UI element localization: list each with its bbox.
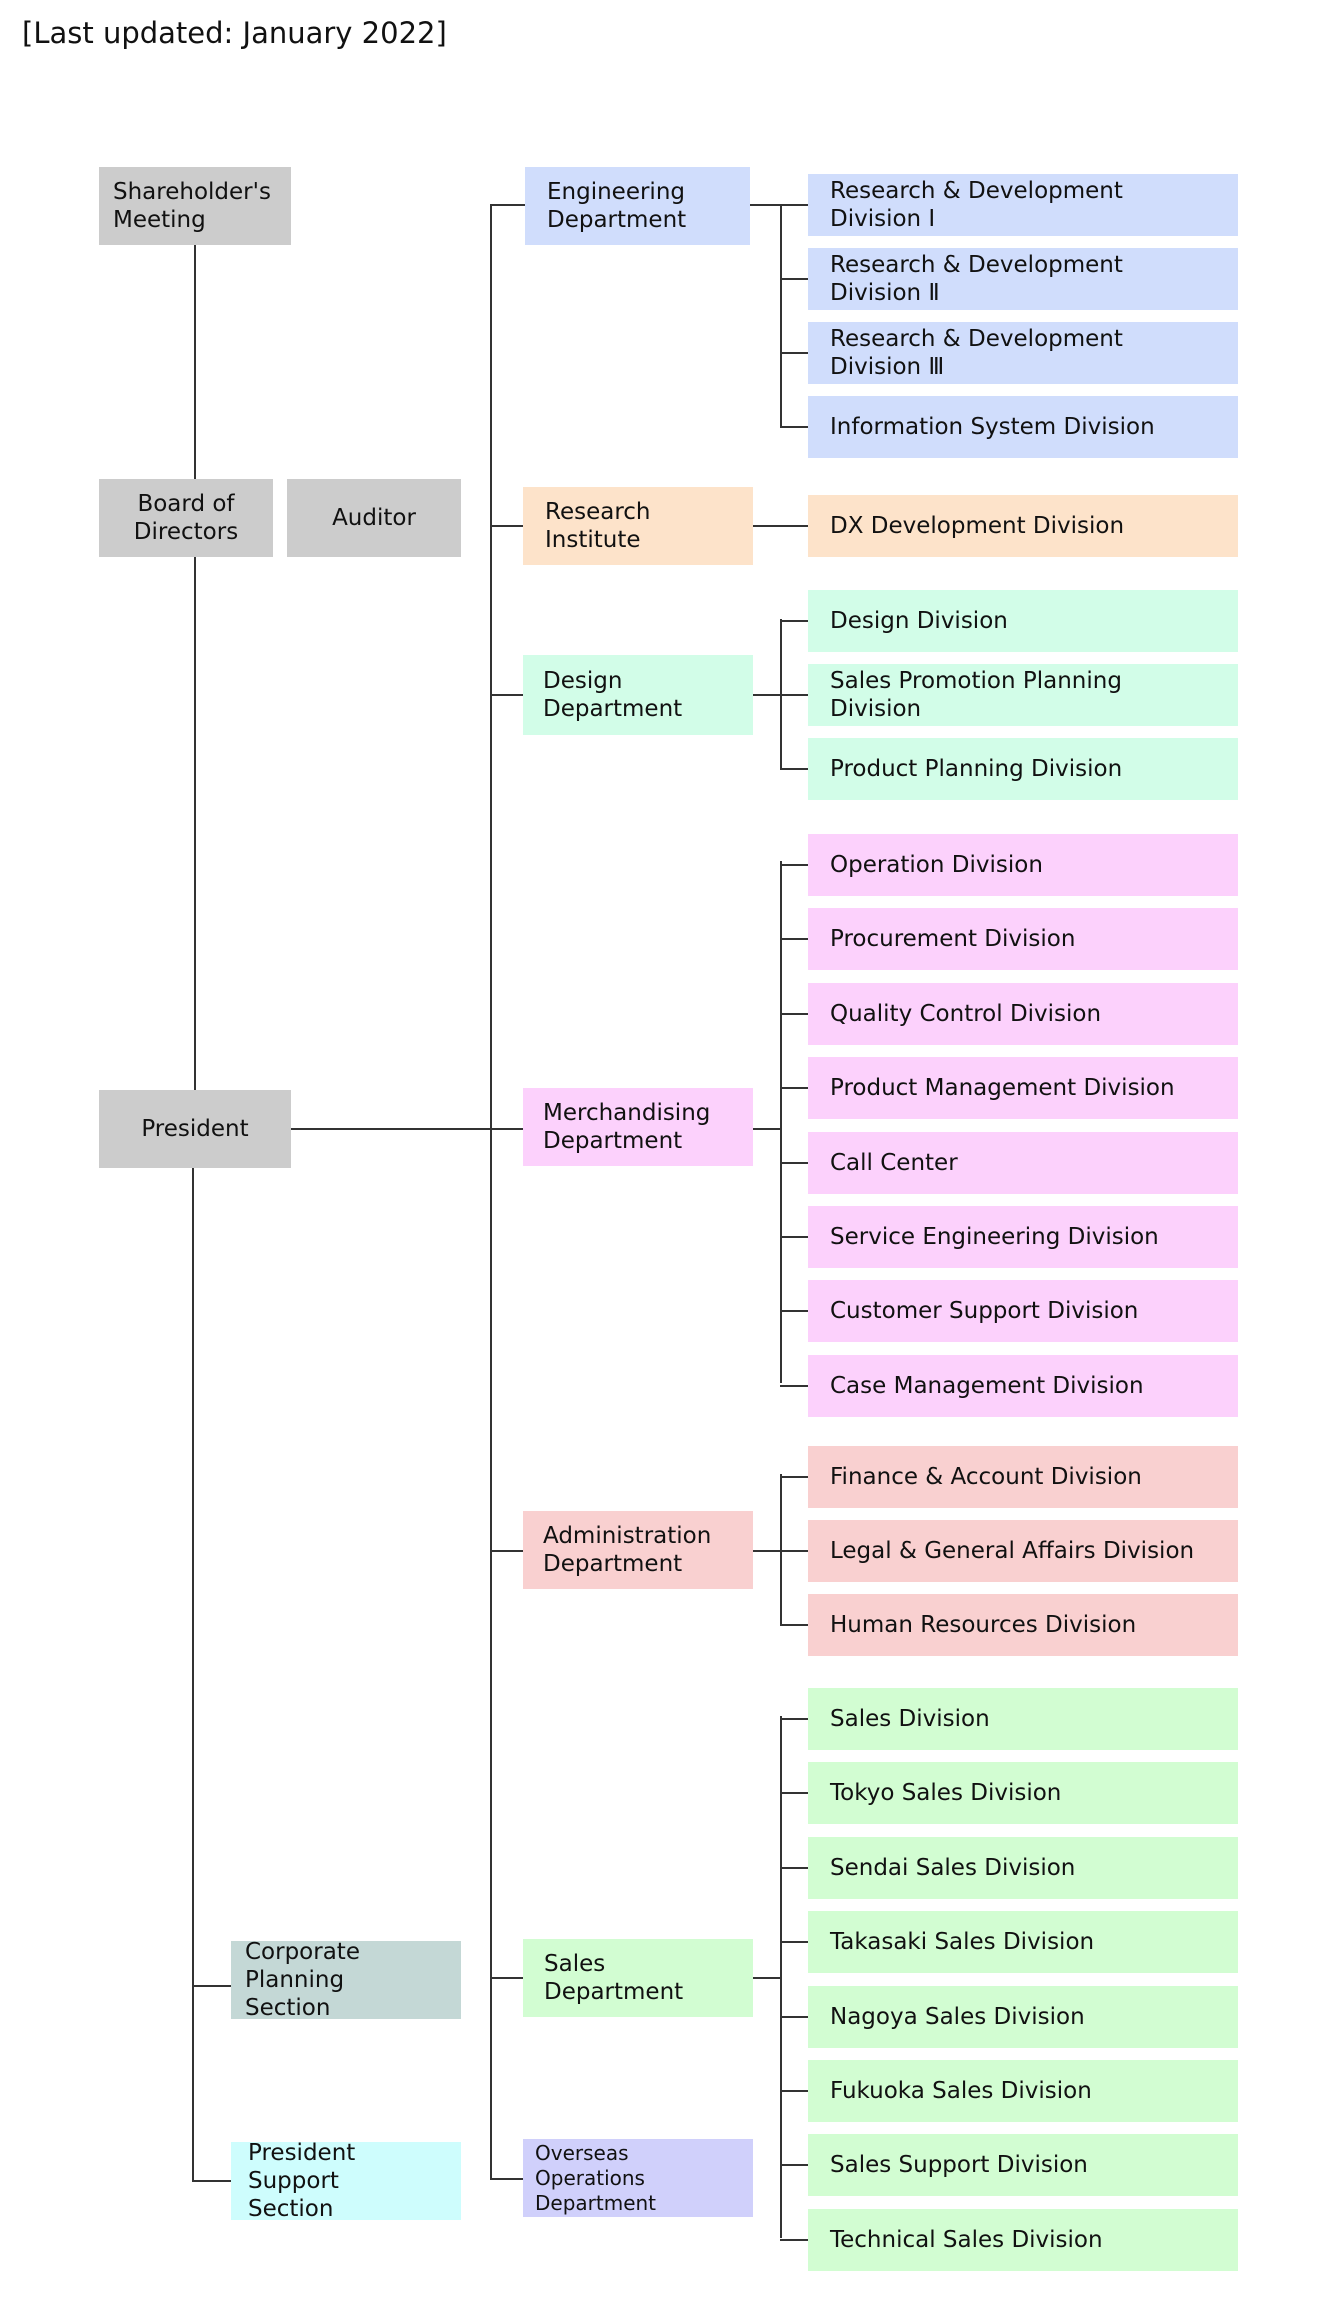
auditor-box: Auditor [287,479,461,557]
division-box: Service Engineering Division [808,1206,1238,1268]
connector-line [750,204,780,206]
connector-line [753,525,808,527]
division-box: Call Center [808,1132,1238,1194]
division-box: Operation Division [808,834,1238,896]
division-box: Information System Division [808,396,1238,458]
division-box: Design Division [808,590,1238,652]
connector-line [780,1474,782,1624]
division-box: Tokyo Sales Division [808,1762,1238,1824]
connector-line [780,1624,808,1626]
division-box: Finance & Account Division [808,1446,1238,1508]
division-box: Human Resources Division [808,1594,1238,1656]
connector-line [780,204,782,426]
division-box: Takasaki Sales Division [808,1911,1238,1973]
administration-department-box: Administration Department [523,1511,753,1589]
connector-line [780,1792,808,1794]
division-box: Quality Control Division [808,983,1238,1045]
division-box: Sendai Sales Division [808,1837,1238,1899]
connector-line [780,1236,808,1238]
connector-line [780,426,808,428]
last-updated-note: [Last updated: January 2022] [22,16,447,50]
connector-line [780,1162,808,1164]
connector-line [780,352,808,354]
connector-line [780,620,808,622]
division-box: Technical Sales Division [808,2209,1238,2271]
connector-line [192,1985,231,1987]
connector-line [780,278,808,280]
president-support-section-box: President Support Section [231,2140,461,2222]
connector-line [490,2178,523,2180]
connector-line [490,525,523,527]
sales-department-box: Sales Department [523,1939,753,2017]
division-box: Case Management Division [808,1355,1238,1417]
merchandising-department-box: Merchandising Department [523,1088,753,1166]
division-box: Nagoya Sales Division [808,1986,1238,2048]
president-box: President [99,1090,291,1168]
connector-line [753,694,780,696]
connector-line [291,1128,523,1130]
division-box: Fukuoka Sales Division [808,2060,1238,2122]
research-institute-box: Research Institute [523,487,753,565]
connector-line [194,557,196,1090]
connector-line [780,938,808,940]
connector-line [490,1550,523,1552]
division-box: Research & Development Division Ⅱ [808,248,1238,310]
connector-line [753,1977,780,1979]
division-box: DX Development Division [808,495,1238,557]
overseas-operations-department-box: Overseas Operations Department [523,2139,753,2217]
connector-line [490,204,492,2179]
connector-line [780,1476,808,1478]
connector-line [490,694,523,696]
connector-line [780,1550,808,1552]
connector-line [780,1941,808,1943]
connector-line [780,768,808,770]
division-box: Product Management Division [808,1057,1238,1119]
division-box: Legal & General Affairs Division [808,1520,1238,1582]
division-box: Sales Support Division [808,2134,1238,2196]
corporate-planning-section-box: Corporate Planning Section [231,1939,461,2021]
division-box: Customer Support Division [808,1280,1238,1342]
board-of-directors-box: Board of Directors [99,479,273,557]
connector-line [780,204,808,206]
connector-line [192,1168,194,2181]
connector-line [780,2090,808,2092]
connector-line [490,1977,523,1979]
division-box: Research & Development Division Ⅲ [808,322,1238,384]
connector-line [780,619,782,769]
connector-line [780,2016,808,2018]
division-box: Procurement Division [808,908,1238,970]
connector-line [194,245,196,479]
engineering-department-box: Engineering Department [525,167,750,245]
connector-line [780,1385,808,1387]
connector-line [780,694,808,696]
connector-line [490,204,525,206]
connector-line [753,1550,780,1552]
division-box: Sales Division [808,1688,1238,1750]
connector-line [780,1087,808,1089]
division-box: Sales Promotion Planning Division [808,664,1238,726]
connector-line [780,1716,782,2238]
design-department-box: Design Department [523,655,753,735]
connector-line [780,2164,808,2166]
connector-line [780,1718,808,1720]
connector-line [192,2180,231,2182]
connector-line [780,864,808,866]
connector-line [753,1128,780,1130]
division-box: Product Planning Division [808,738,1238,800]
connector-line [780,1013,808,1015]
connector-line [780,861,782,1383]
division-box: Research & Development Division Ⅰ [808,174,1238,236]
connector-line [780,2239,808,2241]
connector-line [780,1867,808,1869]
connector-line [780,1310,808,1312]
shareholders-meeting-box: Shareholder's Meeting [99,167,291,245]
